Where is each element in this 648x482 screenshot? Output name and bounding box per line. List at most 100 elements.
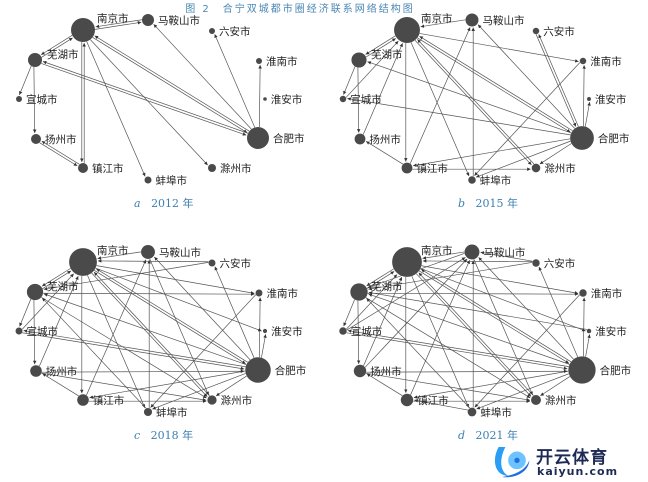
node-label: 马鞍山市 (482, 14, 524, 27)
edge (19, 298, 32, 327)
node (579, 57, 587, 65)
edge (345, 40, 399, 98)
node-label: 镇江市 (417, 394, 449, 407)
node-label: 六安市 (544, 257, 576, 270)
edge (416, 273, 532, 397)
edge (346, 274, 398, 330)
edge (39, 142, 78, 167)
panel-a: 南京市马鞍山市六安市淮南市淮安市合肥市滁州市蚌埠市镇江市扬州市宣城市芜湖市 (16, 12, 305, 187)
edge (582, 297, 586, 357)
edge (367, 292, 579, 296)
node-label: 镇江市 (92, 162, 124, 175)
node (30, 365, 42, 377)
edge (414, 399, 469, 411)
node (31, 134, 41, 144)
edge (97, 251, 141, 260)
edge (43, 262, 209, 291)
node (351, 52, 367, 68)
node (142, 14, 154, 26)
edge (538, 266, 579, 358)
edge (42, 270, 72, 290)
node-label: 合肥市 (273, 132, 305, 145)
edge (409, 27, 471, 164)
edge (540, 376, 571, 397)
edge (152, 373, 246, 410)
edge (366, 373, 403, 397)
node (144, 176, 152, 184)
edge (365, 297, 531, 399)
edge (42, 61, 249, 134)
edge (410, 42, 470, 177)
panel-c: 南京市马鞍山市六安市淮南市淮安市合肥市滁州市蚌埠市镇江市扬州市宣城市芜湖市 (15, 244, 306, 419)
node (464, 244, 480, 260)
node-label: 淮安市 (595, 325, 627, 338)
node (339, 327, 347, 335)
node (69, 248, 97, 276)
node-label: 马鞍山市 (159, 246, 201, 259)
node (353, 364, 367, 378)
edge (92, 37, 248, 134)
edge (89, 370, 246, 399)
node (28, 53, 42, 67)
edge (418, 270, 570, 364)
node (15, 327, 23, 335)
node (143, 407, 153, 417)
node-label: 南京市 (421, 12, 453, 25)
node (354, 133, 366, 145)
node (468, 176, 476, 184)
edge (473, 259, 533, 396)
node (208, 259, 216, 267)
node-label: 芜湖市 (47, 280, 79, 293)
edge (476, 373, 569, 410)
edge (32, 67, 37, 134)
panel-d-caption: d 2021 年 (458, 429, 519, 442)
edge (475, 140, 571, 178)
node (587, 97, 591, 101)
edge (366, 268, 394, 287)
node (465, 13, 479, 27)
edge (347, 329, 569, 367)
node (255, 289, 263, 297)
node-label: 镇江市 (416, 162, 448, 175)
node (209, 28, 215, 34)
node-label: 滁州市 (220, 162, 252, 175)
edge (413, 370, 569, 399)
node (262, 328, 268, 334)
edge (41, 372, 207, 402)
node-label: 滁州市 (544, 162, 576, 175)
edge (41, 63, 247, 136)
node-label: 芜湖市 (371, 280, 403, 293)
edge (41, 369, 245, 374)
edge (261, 334, 267, 358)
edge (41, 297, 147, 409)
edge (480, 251, 533, 262)
edge (368, 293, 570, 365)
edge (584, 102, 591, 127)
edge (150, 294, 257, 408)
node (247, 127, 269, 149)
node (339, 95, 347, 103)
edge (346, 332, 568, 370)
edge (417, 37, 571, 133)
edge (23, 329, 246, 368)
edge (86, 259, 147, 396)
node-label: 滁州市 (221, 394, 253, 407)
edge (43, 292, 255, 296)
edge (474, 62, 581, 176)
node (71, 18, 95, 42)
node (26, 283, 44, 301)
edge (365, 35, 396, 55)
edge (366, 297, 471, 409)
edge (95, 267, 262, 332)
node-label: 宣城市 (351, 325, 383, 338)
node-label: 淮安市 (595, 93, 627, 106)
edge (214, 34, 256, 128)
edge (87, 275, 146, 408)
edge (411, 275, 470, 408)
node (77, 394, 89, 406)
edge (41, 268, 71, 287)
node (532, 27, 540, 35)
edge (474, 294, 580, 408)
node-label: 芜湖市 (47, 48, 79, 61)
